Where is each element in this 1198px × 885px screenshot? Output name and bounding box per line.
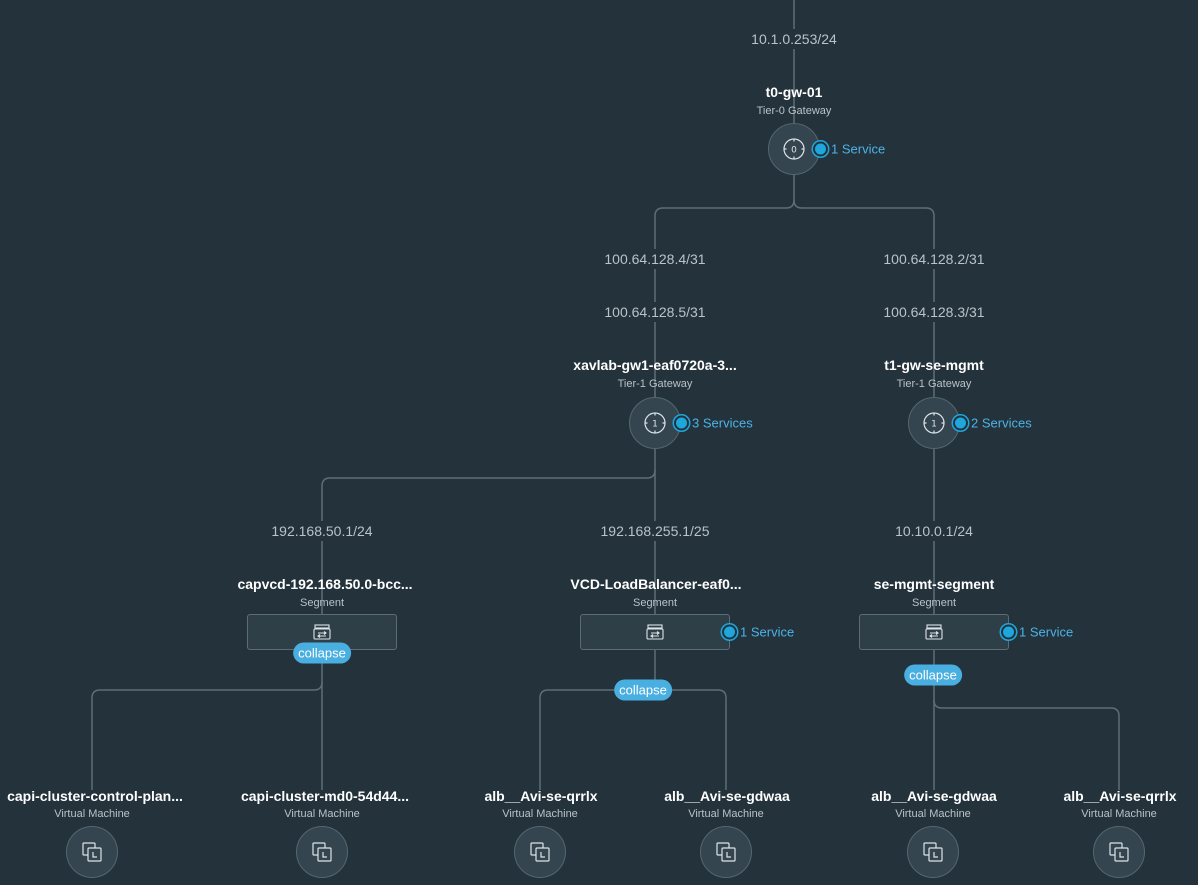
segment-node[interactable] <box>859 614 1009 650</box>
virtual-machine-icon <box>923 842 943 862</box>
vm-node[interactable] <box>907 826 959 878</box>
node-type: Tier-1 Gateway <box>617 378 693 390</box>
services-indicator[interactable]: 3 Services <box>676 416 753 431</box>
node-type: Virtual Machine <box>895 808 971 820</box>
link-label: 10.1.0.253/24 <box>747 29 841 49</box>
virtual-machine-icon <box>530 842 550 862</box>
virtual-machine-icon <box>1109 842 1129 862</box>
switch-icon <box>925 624 943 640</box>
segment-node[interactable] <box>580 614 730 650</box>
node-type: Virtual Machine <box>1081 808 1157 820</box>
node-type: Tier-0 Gateway <box>756 105 832 117</box>
node-name[interactable]: alb__Avi-se-gdwaa <box>664 788 790 804</box>
node-type: Segment <box>299 597 345 609</box>
services-label: 3 Services <box>692 415 753 431</box>
svg-text:1: 1 <box>931 420 937 430</box>
node-type: Virtual Machine <box>502 808 578 820</box>
collapse-button[interactable]: collapse <box>904 664 962 686</box>
svg-text:0: 0 <box>791 146 797 156</box>
virtual-machine-icon <box>312 842 332 862</box>
services-label: 1 Service <box>1019 624 1074 640</box>
switch-icon <box>313 624 331 640</box>
node-name[interactable]: alb__Avi-se-qrrlx <box>484 788 598 804</box>
node-type: Virtual Machine <box>688 808 764 820</box>
service-dot-icon <box>815 143 826 155</box>
service-dot-icon <box>955 417 966 429</box>
svg-text:1: 1 <box>652 420 658 430</box>
services-indicator[interactable]: 2 Services <box>955 416 1032 431</box>
node-name[interactable]: t1-gw-se-mgmt <box>884 357 984 373</box>
tier1-gateway-node[interactable]: 1 <box>908 397 960 449</box>
virtual-machine-icon <box>82 842 102 862</box>
node-type: Segment <box>632 597 678 609</box>
services-label: 2 Services <box>971 415 1032 431</box>
node-name[interactable]: alb__Avi-se-qrrlx <box>1063 788 1177 804</box>
link-label: 192.168.255.1/25 <box>596 521 714 541</box>
node-name[interactable]: alb__Avi-se-gdwaa <box>871 788 997 804</box>
vm-node[interactable] <box>296 826 348 878</box>
node-name[interactable]: xavlab-gw1-eaf0720a-3... <box>573 357 737 373</box>
service-dot-icon <box>724 626 735 638</box>
link-label: 10.10.0.1/24 <box>891 521 977 541</box>
vm-node[interactable] <box>1093 826 1145 878</box>
router-icon: 0 <box>783 138 805 160</box>
node-type: Tier-1 Gateway <box>896 378 972 390</box>
services-label: 1 Service <box>740 624 795 640</box>
services-indicator[interactable]: 1 Service <box>724 625 794 640</box>
node-type: Segment <box>911 597 957 609</box>
link-label: 100.64.128.3/31 <box>879 302 989 322</box>
router-icon: 1 <box>644 412 666 434</box>
node-name[interactable]: VCD-LoadBalancer-eaf0... <box>570 576 742 592</box>
vm-node[interactable] <box>66 826 118 878</box>
link-label: 100.64.128.5/31 <box>600 302 710 322</box>
link-label: 100.64.128.2/31 <box>879 249 989 269</box>
link-label: 192.168.50.1/24 <box>267 521 377 541</box>
vm-node[interactable] <box>514 826 566 878</box>
vm-node[interactable] <box>700 826 752 878</box>
virtual-machine-icon <box>716 842 736 862</box>
collapse-button[interactable]: collapse <box>614 679 672 701</box>
switch-icon <box>646 624 664 640</box>
node-name[interactable]: capvcd-192.168.50.0-bcc... <box>237 576 413 592</box>
service-dot-icon <box>1003 626 1014 638</box>
node-name[interactable]: capi-cluster-md0-54d44... <box>240 788 410 804</box>
node-name[interactable]: t0-gw-01 <box>765 84 823 100</box>
collapse-button[interactable]: collapse <box>293 642 351 664</box>
services-indicator[interactable]: 1 Service <box>1003 625 1073 640</box>
link-label: 100.64.128.4/31 <box>600 249 710 269</box>
services-indicator[interactable]: 1 Service <box>815 142 885 157</box>
node-type: Virtual Machine <box>284 808 360 820</box>
node-name[interactable]: capi-cluster-control-plan... <box>7 788 183 804</box>
tier0-gateway-node[interactable]: 0 <box>768 123 820 175</box>
service-dot-icon <box>676 417 687 429</box>
tier1-gateway-node[interactable]: 1 <box>629 397 681 449</box>
node-name[interactable]: se-mgmt-segment <box>873 576 995 592</box>
node-type: Virtual Machine <box>54 808 130 820</box>
services-label: 1 Service <box>831 141 886 157</box>
router-icon: 1 <box>923 412 945 434</box>
